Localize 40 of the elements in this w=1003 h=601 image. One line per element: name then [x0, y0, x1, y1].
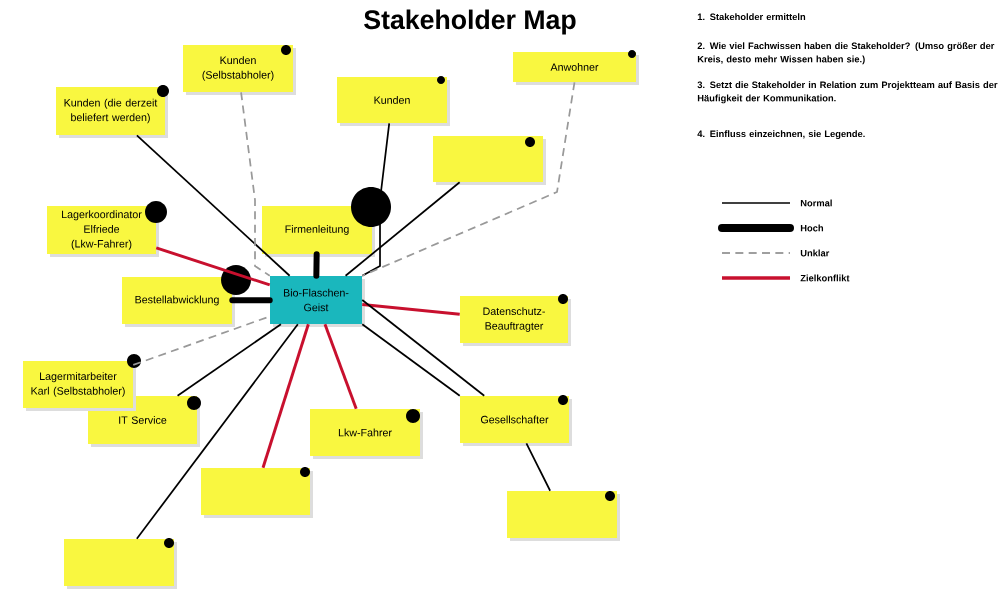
connector-line	[155, 246, 271, 287]
sticky-note	[433, 136, 546, 185]
instruction-text: 3. Setzt die Stakeholder in Relation zum Projektteam auf Basis der Häufigkeit der Kommunikation.	[697, 81, 998, 104]
connector-line	[135, 323, 299, 540]
sticky-note: Datenschutz-Beauftragter	[460, 296, 571, 346]
sticky-note: Firmenleitung	[262, 206, 375, 257]
connector-line	[361, 81, 576, 277]
connector-line	[525, 442, 551, 492]
sticky-note: Kunden (die derzeit beliefert werden)	[56, 87, 168, 138]
sticky-note: Bestellabwicklung	[122, 277, 235, 327]
sticky-note	[201, 468, 313, 518]
sticky-note: Kunden (Selbstabholer)	[183, 45, 296, 95]
connector-line	[361, 323, 461, 397]
connector-line	[361, 299, 486, 397]
connector-line	[362, 303, 460, 316]
sticky-note: Lagerkoordinator Elfriede (Lkw-Fahrer)	[47, 206, 159, 257]
title: Stakeholder Map	[364, 9, 576, 35]
connector-line	[323, 323, 358, 410]
connector-line	[176, 323, 282, 397]
instruction-text: 2. Wie viel Fachwissen haben die Stakeholder? (Umso größer der Kreis, desto mehr Wissen haben sie.)	[697, 42, 995, 65]
sticky-note	[507, 491, 620, 541]
connector-line	[229, 297, 273, 304]
connector-line	[240, 91, 271, 277]
sticky-note: Anwohner	[513, 52, 639, 85]
connector-line	[261, 323, 310, 469]
connector-line	[136, 134, 291, 277]
legend-text: Unklar	[800, 249, 830, 257]
legend-text: Normal	[800, 199, 832, 207]
project-box: Bio-Flaschen-Geist	[270, 276, 365, 327]
sticky-note	[64, 539, 177, 589]
sticky-note: Lagermitarbeiter Karl (Selbstabholer)	[23, 361, 136, 411]
instruction-text: 1. Stakeholder ermitteln	[697, 13, 806, 21]
legend-text: Hoch	[800, 224, 824, 232]
sticky-note: Kunden	[337, 77, 450, 126]
connector-line	[313, 251, 320, 279]
instruction-text: 4. Einfluss einzeichnen, sie Legende.	[697, 130, 865, 139]
sticky-note: Gesellschafter	[460, 396, 572, 446]
connector-line	[344, 181, 461, 277]
sticky-note: Lkw-Fahrer	[310, 409, 423, 459]
legend-text: Zielkonflikt	[800, 274, 850, 282]
